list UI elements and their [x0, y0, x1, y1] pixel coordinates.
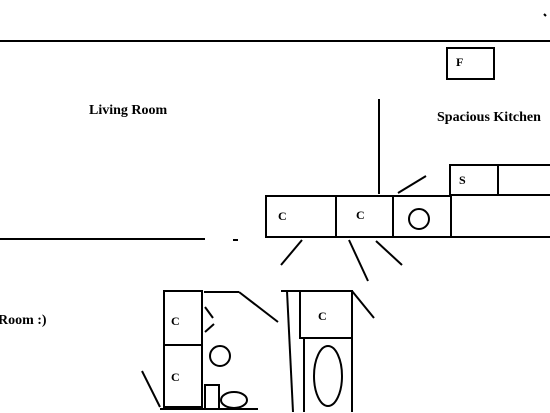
fridge-box — [446, 47, 495, 80]
bath-sink-icon — [209, 345, 231, 367]
tub-door-line-2 — [286, 290, 294, 413]
bath-door-line-3 — [238, 291, 279, 323]
door-swing-line-2 — [280, 239, 303, 266]
cabinet-label-2: C — [356, 208, 365, 222]
corner-mark — [543, 13, 547, 17]
toilet-bowl — [220, 391, 248, 409]
bottom-room-label: Room :) — [0, 313, 47, 328]
cabinet-label-1: C — [278, 209, 287, 223]
toilet-tank — [204, 384, 220, 410]
fridge-label: F — [456, 55, 463, 69]
door-swing-line-4 — [375, 240, 403, 266]
kitchen-label: Spacious Kitchen — [437, 110, 541, 125]
door-swing-line-1 — [397, 175, 427, 194]
door-swing-line-3 — [348, 239, 369, 282]
bath-cabinet-box-2 — [163, 344, 203, 408]
bath-door-line-4 — [204, 306, 214, 319]
bath-door-line-5 — [204, 323, 215, 333]
bath-cabinet-label-2: C — [171, 370, 180, 384]
living-room-label: Living Room — [89, 103, 168, 118]
bath-cabinet-box-1 — [163, 290, 203, 346]
tub-door-line-3 — [351, 290, 375, 319]
bath-door-line-1 — [141, 370, 161, 408]
tub-cabinet-label: C — [318, 309, 327, 323]
stove-box — [449, 164, 499, 196]
tub-cabinet-box — [299, 290, 353, 339]
sink-box — [392, 195, 452, 238]
sink-icon — [408, 208, 430, 230]
cabinet-box-1 — [265, 195, 337, 238]
bath-cabinet-label-1: C — [171, 314, 180, 328]
tub-icon — [313, 345, 343, 407]
stove-label: S — [459, 173, 466, 187]
